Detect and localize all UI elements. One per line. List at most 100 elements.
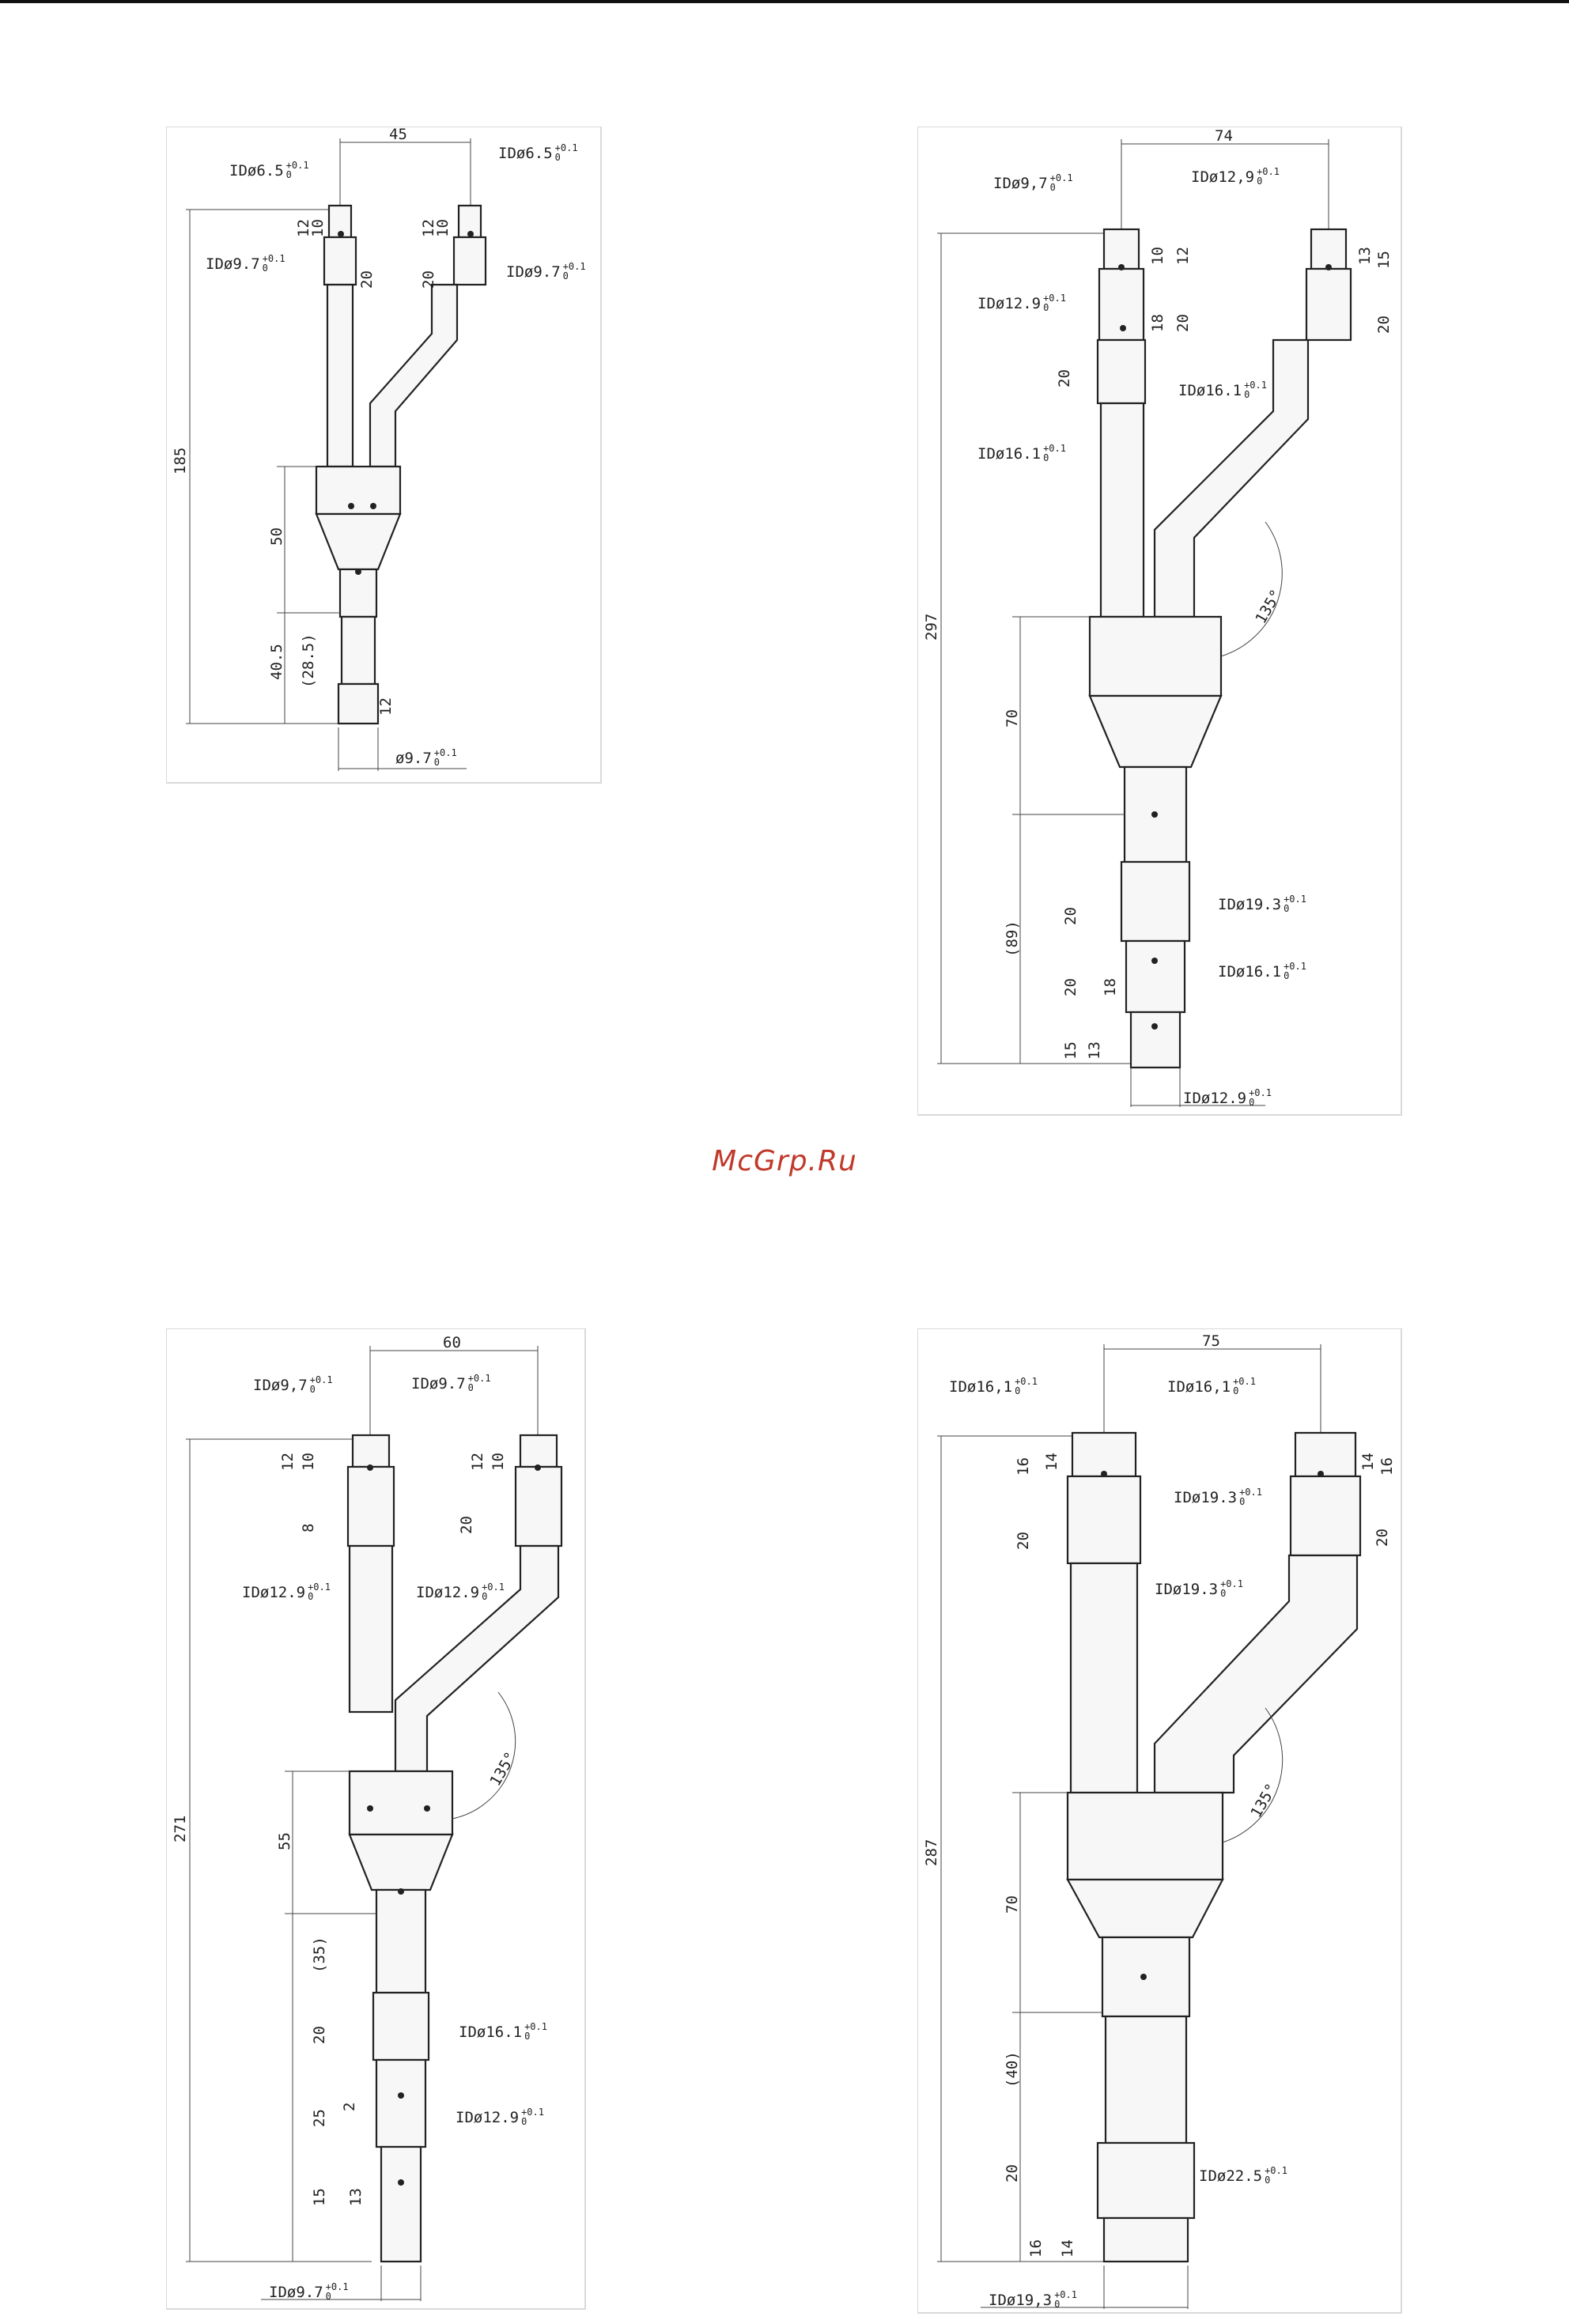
angle-label: 135° [486,1749,520,1789]
dim-20: 20 [458,1516,475,1534]
id-mid-left: IDø9.7 [206,255,260,273]
dim-10: 10 [300,1453,317,1471]
id-right-2: IDø16.1 [1178,382,1242,399]
tolerance-upper: +0.1 [1284,894,1306,905]
tolerance-lower: 0 [1284,970,1289,981]
dim-20-e: 20 [1062,978,1079,996]
dim-89: (89) [1004,920,1021,957]
dim-12-left: 12 [295,219,312,237]
dim-20-b: 20 [311,2026,328,2044]
tolerance-upper: +0.1 [326,2281,349,2292]
dim-20-b: 20 [1056,369,1073,387]
dim-14-b: 14 [1359,1453,1377,1471]
dim-20-a: 20 [1174,314,1192,332]
tolerance-lower: 0 [310,1384,316,1395]
dim-25: 25 [311,2109,328,2127]
tolerance-lower: 0 [263,263,268,274]
dim-12-right: 12 [420,219,437,237]
tolerance-lower: 0 [1015,1385,1020,1396]
tolerance-lower: 0 [524,2031,530,2042]
tolerance-upper: +0.1 [468,1373,491,1384]
tolerance-lower: 0 [1050,182,1056,193]
id-bottom: ø9.7 [395,750,432,767]
id-left-2: IDø16.1 [977,445,1041,463]
tolerance-upper: +0.1 [524,2021,547,2032]
tolerance-upper: +0.1 [482,1581,505,1593]
dim-12-bottom: 12 [377,697,395,716]
tolerance-lower: 0 [1265,2175,1270,2186]
dim-20: 20 [1015,1532,1032,1550]
tolerance-upper: +0.1 [563,261,586,272]
id-top-left: IDø9,7 [993,175,1048,192]
tolerance-lower: 0 [1054,2299,1060,2310]
id-top-left: IDø16,1 [949,1378,1012,1396]
id-mid-right: IDø19.3 [1174,1489,1237,1506]
total-length-label: 297 [923,614,940,641]
tolerance-upper: +0.1 [1043,293,1066,304]
id-mid-right: IDø9.7 [506,263,561,281]
tolerance-lower: 0 [1239,1496,1245,1507]
dim-14-c: 14 [1059,2239,1076,2258]
tolerance-upper: +0.1 [1015,1376,1038,1387]
tolerance-lower: 0 [482,1591,487,1602]
id-low: IDø22.5 [1199,2167,1262,2185]
dim-10-b: 10 [490,1453,507,1471]
dim-16-c: 16 [1027,2239,1045,2258]
dim-15: 15 [1375,251,1393,269]
tolerance-lower: 0 [1043,452,1049,463]
dim-12: 12 [279,1453,297,1471]
angle-label: 135° [1247,1781,1280,1821]
tolerance-lower: 0 [1233,1385,1238,1396]
watermark: McGrp.Ru [0,1145,1569,1177]
tolerance-upper: +0.1 [1244,380,1267,391]
dim-20-c: 20 [1375,316,1393,334]
dim-18: 18 [1149,314,1166,332]
spacing-label: 75 [1202,1332,1220,1350]
tolerance-upper: +0.1 [1043,443,1066,454]
dim-15: 15 [311,2188,328,2206]
total-length-label: 287 [923,1839,940,1866]
spacing-label: 60 [443,1334,461,1351]
id-top-left: IDø6.5 [229,162,284,179]
dim-12-b: 12 [469,1453,486,1471]
dim-10-left: 10 [309,219,327,237]
dim-20-c: 20 [1004,2164,1021,2182]
dim-55: 55 [276,1832,293,1850]
tolerance-upper: +0.1 [1239,1487,1262,1498]
dim-70: 70 [1004,1895,1021,1914]
tolerance-upper: +0.1 [1050,172,1073,183]
tolerance-upper: +0.1 [1054,2289,1077,2300]
tolerance-upper: +0.1 [1265,2165,1287,2176]
dim-50: 50 [268,527,285,546]
total-length-label: 185 [172,448,189,474]
id-top-right: IDø12,9 [1191,168,1254,186]
dim-2: 2 [341,2103,358,2111]
dim-18-b: 18 [1102,978,1119,996]
dim-20-b: 20 [1374,1529,1391,1547]
dim-15-b: 15 [1062,1041,1079,1060]
tolerance-upper: +0.1 [1249,1087,1272,1098]
tolerance-lower: 0 [1244,389,1250,400]
tolerance-lower: 0 [326,2291,331,2302]
angle-label: 135° [1252,587,1285,627]
branch-joint-drawing-c: 60 271 135° 55 (35) 20 25 2 15 13 12 10 … [166,1328,593,2317]
dim-35: (35) [311,1937,328,1973]
tolerance-lower: 0 [1284,903,1289,914]
branch-joint-drawing-b: 74 297 135° 70 (89) 20 20 18 15 13 10 12… [917,127,1408,1123]
id-mid-left: IDø12.9 [977,295,1041,312]
tolerance-lower: 0 [1043,302,1049,313]
tolerance-lower: 0 [1257,176,1262,187]
watermark-text: McGrp.Ru [712,1145,857,1177]
tolerance-upper: +0.1 [310,1374,333,1385]
dim-20-d: 20 [1062,907,1079,925]
tolerance-upper: +0.1 [1284,961,1306,972]
id-low-1: IDø19.3 [1218,896,1281,913]
dim-10-right: 10 [434,219,452,237]
dim-12: 12 [1174,247,1192,265]
tolerance-upper: +0.1 [1220,1578,1243,1589]
drawing-c-svg: 60 271 135° 55 (35) 20 25 2 15 13 12 10 … [166,1328,586,2310]
tolerance-lower: 0 [1220,1588,1226,1599]
dim-16: 16 [1015,1457,1032,1476]
id-mid-left: IDø19.3 [1155,1581,1218,1598]
tolerance-lower: 0 [563,270,569,282]
